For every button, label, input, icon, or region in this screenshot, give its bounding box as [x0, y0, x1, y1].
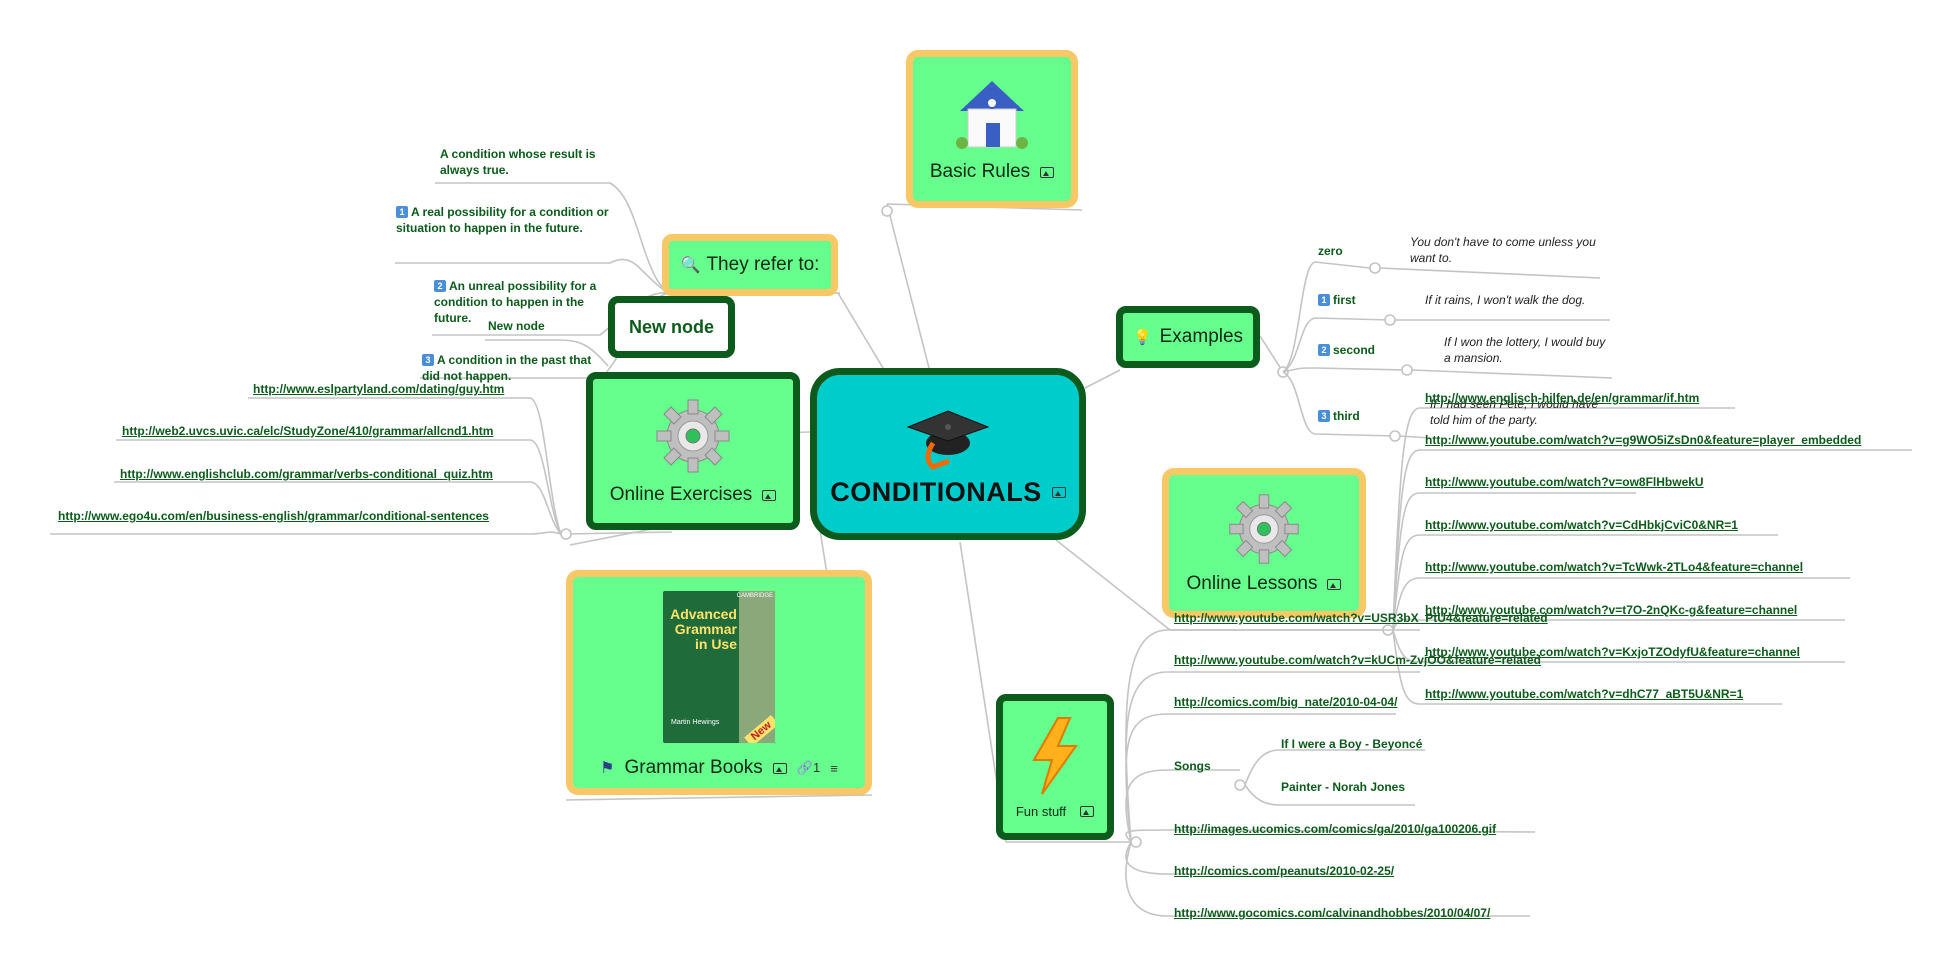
fun-stuff-node[interactable]: Fun stuff — [996, 694, 1114, 840]
online-exercises-title: Online Exercises — [609, 484, 753, 505]
image-icon[interactable] — [1327, 578, 1342, 590]
image-icon[interactable] — [1051, 486, 1066, 498]
refer-item-always-true[interactable]: A condition whose result is always true. — [440, 147, 596, 177]
example-text-zero[interactable]: You don't have to come unless you want t… — [1410, 235, 1596, 265]
number-badge-3: 3 — [1318, 410, 1330, 422]
they-refer-node[interactable]: 🔍 They refer to: — [662, 234, 838, 296]
song-item[interactable]: If I were a Boy - Beyoncé — [1281, 737, 1423, 751]
exercise-link[interactable]: http://web2.uvcs.uvic.ca/elc/StudyZone/4… — [122, 424, 494, 438]
online-lessons-node[interactable]: Online Lessons — [1162, 468, 1366, 618]
image-icon[interactable] — [1040, 166, 1055, 178]
lesson-link[interactable]: http://www.youtube.com/watch?v=g9WO5iZsD… — [1425, 433, 1862, 447]
number-badge-1: 1 — [1318, 294, 1330, 306]
lesson-link[interactable]: http://www.englisch-hilfen.de/en/grammar… — [1425, 391, 1700, 405]
central-node[interactable]: CONDITIONALS — [810, 368, 1086, 540]
flag-icon: ⚑ — [600, 760, 615, 777]
examples-node[interactable]: 💡 Examples — [1116, 306, 1260, 368]
fun-link[interactable]: http://www.gocomics.com/calvinandhobbes/… — [1174, 906, 1491, 920]
lightbulb-icon: 💡 — [1132, 329, 1152, 346]
image-icon[interactable] — [762, 489, 777, 501]
number-badge-2: 2 — [1318, 344, 1330, 356]
example-text-second[interactable]: If I won the lottery, I would buy a mans… — [1444, 335, 1606, 365]
examples-title: Examples — [1159, 326, 1244, 347]
exercise-link[interactable]: http://www.englishclub.com/grammar/verbs… — [120, 467, 493, 481]
image-icon[interactable] — [1080, 805, 1095, 817]
online-lessons-title: Online Lessons — [1186, 573, 1318, 594]
number-badge-3: 3 — [422, 354, 434, 366]
grammar-books-node[interactable]: CAMBRIDGE Advanced Grammar in Use Martin… — [566, 570, 872, 795]
new-node-child[interactable]: New node — [488, 319, 545, 333]
grammar-books-title: Grammar Books — [624, 757, 763, 778]
notes-icon[interactable]: ≡ — [830, 760, 838, 776]
lesson-link[interactable]: http://www.youtube.com/watch?v=t7O-2nQKc… — [1425, 603, 1798, 617]
number-badge-1: 1 — [396, 206, 408, 218]
songs-label[interactable]: Songs — [1174, 759, 1211, 773]
attachment-icon[interactable]: 🔗1 — [796, 760, 821, 775]
lesson-link[interactable]: http://www.youtube.com/watch?v=TcWwk-2TL… — [1425, 560, 1804, 574]
basic-rules-title: Basic Rules — [929, 161, 1031, 182]
gear-icon — [1226, 491, 1302, 567]
lightning-icon — [1028, 716, 1082, 796]
fun-link[interactable]: http://comics.com/peanuts/2010-02-25/ — [1174, 864, 1395, 878]
exercise-link[interactable]: http://www.eslpartyland.com/dating/guy.h… — [253, 382, 505, 396]
fun-link[interactable]: http://images.ucomics.com/comics/ga/2010… — [1174, 822, 1497, 836]
book-cover-image: CAMBRIDGE Advanced Grammar in Use Martin… — [663, 591, 775, 743]
lesson-link[interactable]: http://www.youtube.com/watch?v=ow8FlHbwe… — [1425, 475, 1704, 489]
lesson-link[interactable]: http://www.youtube.com/watch?v=dhC77_aBT… — [1425, 687, 1744, 701]
example-text-first[interactable]: If it rains, I won't walk the dog. — [1425, 293, 1586, 307]
example-label-zero[interactable]: zero — [1318, 244, 1343, 258]
fun-stuff-title: Fun stuff — [1015, 803, 1067, 819]
they-refer-title: They refer to: — [706, 254, 820, 275]
graduation-cap-icon — [903, 401, 993, 471]
fun-link[interactable]: http://www.youtube.com/watch?v=kUCm-ZvjO… — [1174, 653, 1541, 667]
online-exercises-node[interactable]: Online Exercises — [586, 372, 800, 530]
image-icon[interactable] — [772, 762, 787, 774]
lesson-link[interactable]: http://www.youtube.com/watch?v=KxjoTZOdy… — [1425, 645, 1800, 659]
new-node-title: New node — [628, 316, 714, 337]
attachment-count: 1 — [813, 760, 821, 775]
gear-icon — [653, 396, 733, 476]
fun-link[interactable]: http://www.youtube.com/watch?v=USR3bX_Pt… — [1174, 611, 1548, 625]
new-node[interactable]: New node — [608, 296, 735, 358]
magnifier-icon: 🔍 — [680, 257, 701, 274]
number-badge-2: 2 — [434, 280, 446, 292]
lesson-link[interactable]: http://www.youtube.com/watch?v=CdHbkjCvi… — [1425, 518, 1738, 532]
song-item[interactable]: Painter - Norah Jones — [1281, 780, 1406, 794]
example-text-third[interactable]: If I had seen Pete, I would have told hi… — [1430, 397, 1599, 427]
fun-link[interactable]: http://comics.com/big_nate/2010-04-04/ — [1174, 695, 1398, 709]
basic-rules-node[interactable]: Basic Rules — [906, 50, 1078, 208]
house-icon — [952, 75, 1032, 155]
central-title: CONDITIONALS — [830, 476, 1042, 507]
exercise-link[interactable]: http://www.ego4u.com/en/business-english… — [58, 509, 489, 523]
